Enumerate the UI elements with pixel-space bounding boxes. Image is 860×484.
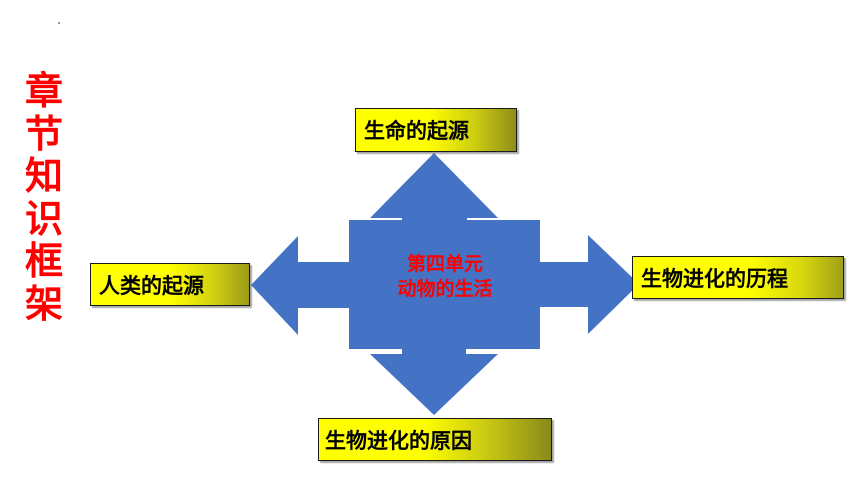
- side-title-char-5: 框: [24, 239, 63, 283]
- center-label-line-2: 动物的生活: [397, 278, 493, 300]
- box-origin-of-humans: 人类的起源: [90, 263, 250, 306]
- center-label: 第四单元 动物的生活: [350, 252, 540, 302]
- box-origin-of-life: 生命的起源: [355, 108, 517, 152]
- box-origin-of-life-label: 生命的起源: [364, 119, 469, 143]
- side-title-char-1: 章: [24, 69, 63, 113]
- box-origin-of-humans-label: 人类的起源: [99, 273, 204, 298]
- box-evolution-history: 生物进化的历程: [632, 256, 844, 299]
- box-evolution-history-label: 生物进化的历程: [641, 266, 788, 291]
- side-title: 章 节 知 识 框 架: [22, 70, 66, 325]
- side-title-char-2: 节: [24, 111, 63, 156]
- four-way-arrow-shape: [251, 153, 639, 415]
- center-label-line-1: 第四单元: [406, 253, 483, 275]
- side-title-char-6: 架: [24, 281, 63, 326]
- side-title-char-3: 知: [24, 154, 63, 198]
- decorative-dot: [58, 22, 60, 24]
- box-evolution-causes: 生物进化的原因: [318, 418, 552, 461]
- box-evolution-causes-label: 生物进化的原因: [325, 428, 472, 453]
- side-title-char-4: 识: [24, 196, 63, 241]
